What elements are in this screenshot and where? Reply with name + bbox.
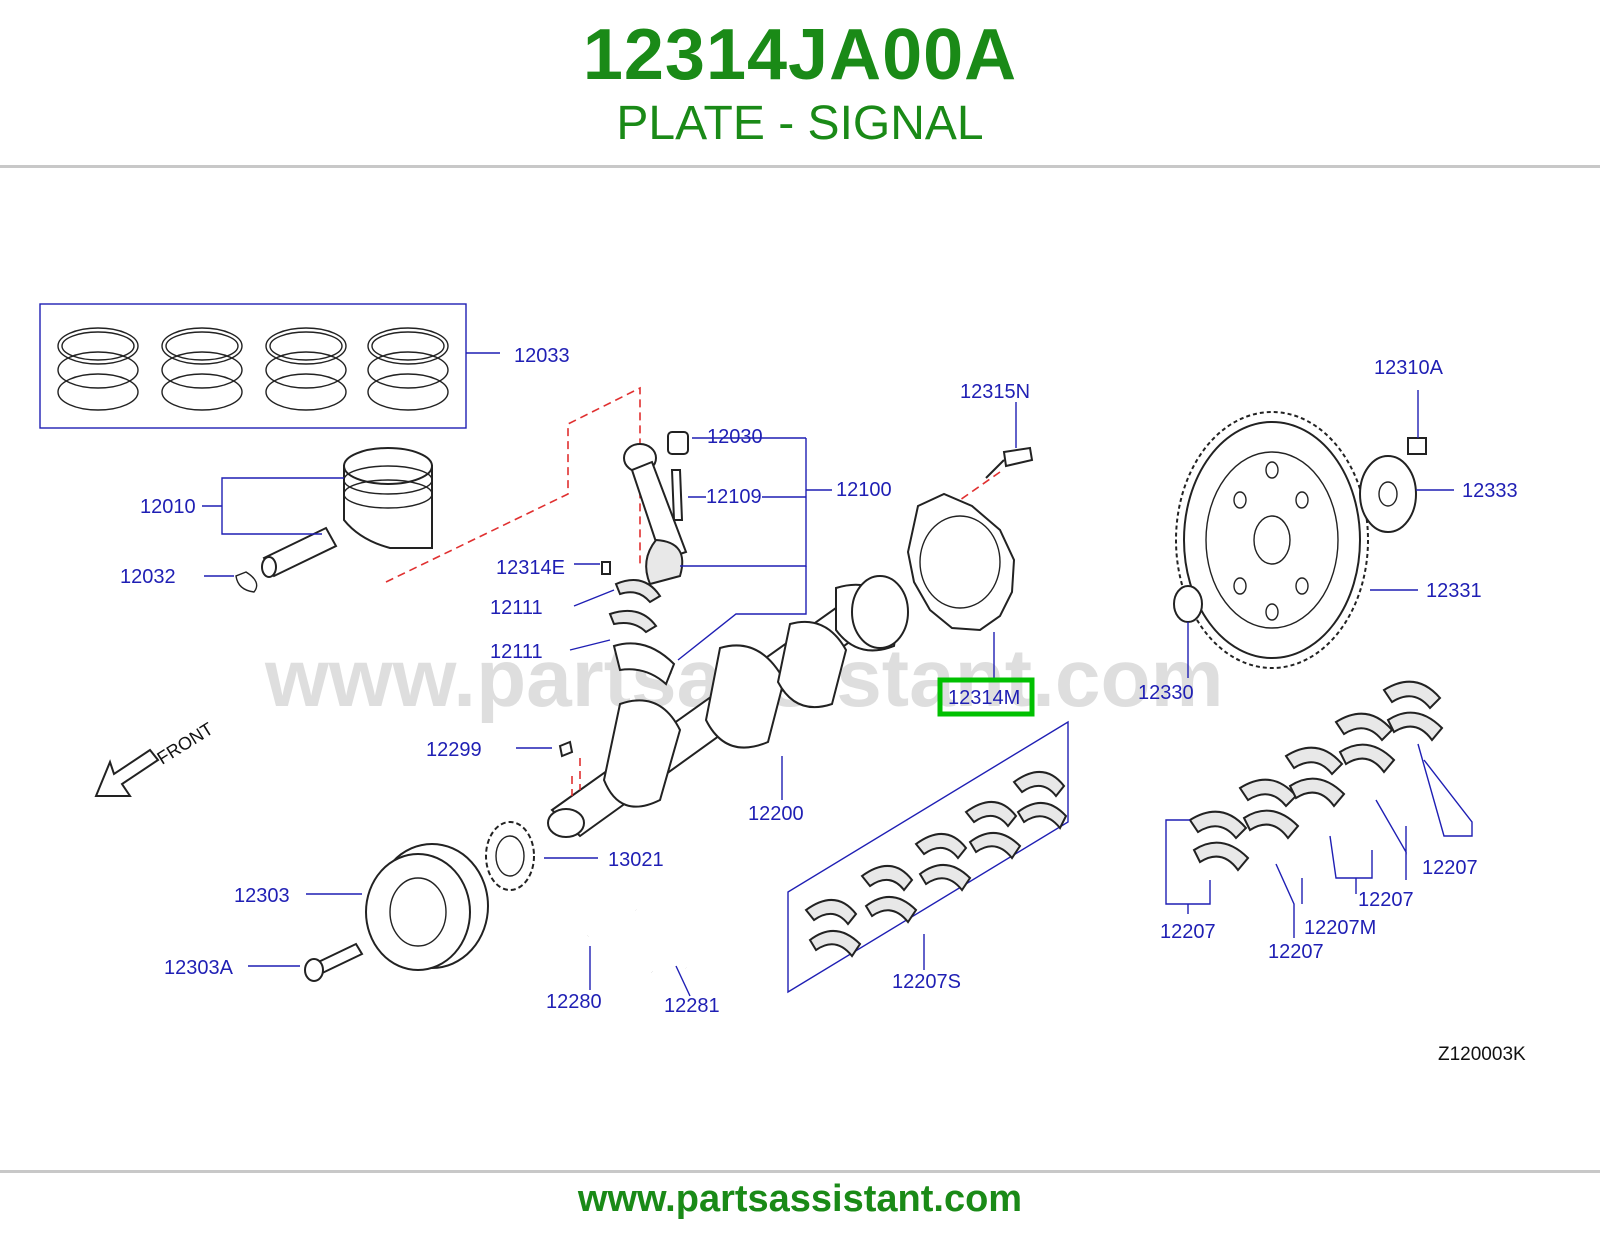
header: 12314JA00A PLATE - SIGNAL [0, 0, 1600, 170]
crankshaft [516, 575, 909, 838]
front-arrow-icon: FRONT [94, 719, 217, 797]
label-12315N[interactable]: 12315N [960, 381, 1030, 403]
crank-pulley [248, 843, 489, 982]
piston [202, 447, 433, 593]
label-12109[interactable]: 12109 [706, 486, 762, 508]
part-number-title: 12314JA00A [582, 15, 1018, 95]
label-12299[interactable]: 12299 [426, 739, 482, 761]
label-12303[interactable]: 12303 [234, 885, 290, 907]
diagram-code: Z120003K [1438, 1044, 1526, 1065]
label-12331[interactable]: 12331 [1426, 580, 1482, 602]
label-12330[interactable]: 12330 [1138, 682, 1194, 704]
thrust-washers [587, 908, 691, 997]
label-12111-lower[interactable]: 12111 [490, 641, 543, 663]
parts-diagram: www.partsassistant.com [0, 172, 1600, 1172]
label-12314M[interactable]: 12314M [948, 687, 1020, 709]
label-12207M[interactable]: 12207M [1304, 917, 1376, 939]
highlight-box [937, 677, 1035, 717]
label-12310A[interactable]: 12310A [1374, 357, 1444, 379]
label-12207-c[interactable]: 12207 [1358, 889, 1414, 911]
connecting-rod [569, 431, 832, 686]
label-12280[interactable]: 12280 [546, 991, 602, 1013]
label-12207-a[interactable]: 12207 [1160, 921, 1216, 943]
label-12303A[interactable]: 12303A [164, 957, 234, 979]
exploded-view-svg: www.partsassistant.com [39, 303, 1526, 1065]
label-12200[interactable]: 12200 [748, 803, 804, 825]
label-12207-b[interactable]: 12207 [1268, 941, 1324, 963]
flywheel [1173, 390, 1454, 678]
label-12033[interactable]: 12033 [514, 345, 570, 367]
bearing-shells-right [1165, 680, 1473, 938]
label-12207-d[interactable]: 12207 [1422, 857, 1478, 879]
label-12333[interactable]: 12333 [1462, 480, 1518, 502]
label-12111-upper[interactable]: 12111 [490, 597, 543, 619]
crank-sprocket [485, 821, 598, 891]
label-12010[interactable]: 12010 [140, 496, 196, 518]
label-12207S[interactable]: 12207S [892, 971, 961, 993]
label-12032[interactable]: 12032 [120, 566, 176, 588]
part-labels: 12033 12010 12032 12030 12109 12100 1231… [120, 345, 1526, 1065]
piston-alignment-guide [385, 386, 641, 583]
piston-rings-box [39, 303, 467, 429]
label-13021[interactable]: 13021 [608, 849, 664, 871]
signal-plate [906, 402, 1034, 678]
bottom-divider [0, 1170, 1600, 1173]
label-12314E[interactable]: 12314E [496, 557, 565, 579]
footer-url-link[interactable]: www.partsassistant.com [577, 1178, 1023, 1220]
main-bearing-set [787, 720, 1069, 994]
top-divider [0, 165, 1600, 168]
front-label: FRONT [154, 719, 217, 769]
label-12100[interactable]: 12100 [836, 479, 892, 501]
piston-rings-group [39, 303, 500, 429]
label-12281[interactable]: 12281 [664, 995, 720, 1017]
label-12030[interactable]: 12030 [707, 426, 763, 448]
part-name-subtitle: PLATE - SIGNAL [616, 97, 984, 150]
